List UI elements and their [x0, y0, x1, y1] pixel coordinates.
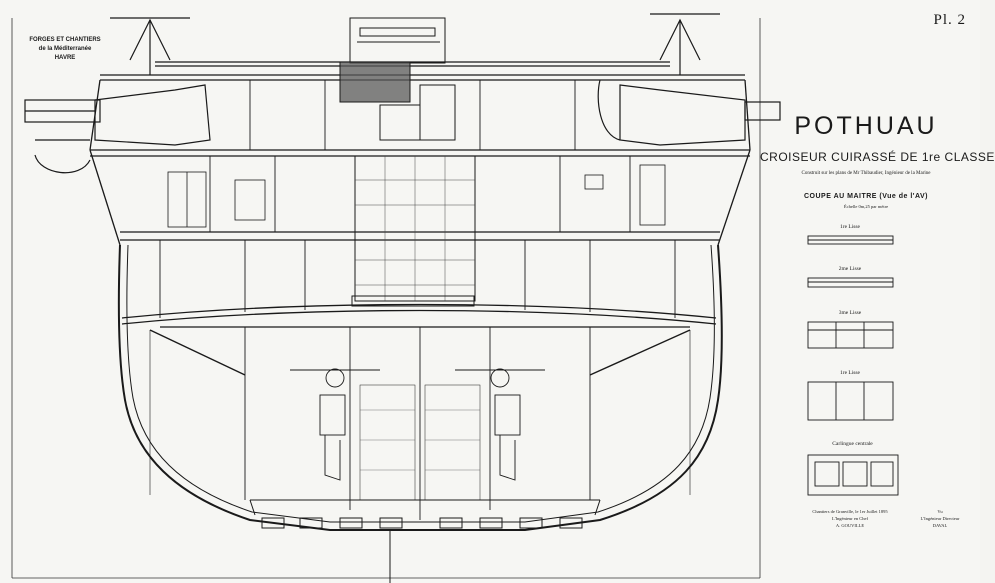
- superstructure: [339, 17, 476, 307]
- signature-left-line-1: Chantiers de Granville, le 1er Juillet 1…: [812, 509, 888, 514]
- hull-shell: [117, 244, 723, 531]
- detail-label-1: 1re Lisse: [839, 224, 860, 230]
- signature-left-line-3: A. GOUVILLE: [835, 523, 865, 528]
- detail-label-2: 2me Lisse: [838, 266, 862, 272]
- lisse-details: [807, 235, 899, 496]
- signature-left: Chantiers de Granville, le 1er Juillet 1…: [790, 508, 910, 529]
- doors: [167, 164, 666, 228]
- upper-works: [89, 61, 751, 328]
- signature-left-line-2: L'Ingénieur en Chef: [831, 516, 869, 521]
- ship-title: POTHUAU: [794, 112, 938, 140]
- signature-right-line-2: L'Ingénieur Directeur: [920, 516, 960, 521]
- bulkheads: [159, 80, 676, 318]
- detail-label-3: 3me Lisse: [838, 310, 862, 316]
- double-bottom: [249, 499, 601, 583]
- gun-turrets: [24, 79, 781, 174]
- yard-line-2: de la Méditerranée: [38, 46, 92, 52]
- signature-right-line-3: DAVAL: [932, 523, 948, 528]
- section-title: COUPE AU MAITRE (Vue de l'AV): [803, 193, 929, 200]
- plate-number: Pl. 2: [933, 12, 966, 28]
- ship-subtitle: CROISEUR CUIRASSÉ DE 1re CLASSE: [760, 150, 995, 164]
- signature-right: Vu L'Ingénieur Directeur DAVAL: [905, 508, 975, 529]
- design-credit: Construit sur les plans de Mr Thibaudier…: [801, 171, 931, 176]
- signature-right-line-1: Vu: [937, 509, 943, 514]
- shipyard-name: FORGES ET CHANTIERS de la Méditerranée H…: [20, 36, 110, 63]
- detail-label-4: 1re Lisse: [839, 370, 860, 376]
- engine-rooms: [149, 327, 691, 520]
- sheet-border: [11, 18, 761, 579]
- drawing-scale: Échelle 0m,25 par mètre: [843, 204, 889, 209]
- detail-label-5: Carlingue centrale: [832, 441, 873, 447]
- yard-line-3: HAVRE: [54, 55, 76, 61]
- yard-line-1: FORGES ET CHANTIERS: [29, 37, 101, 43]
- davits: [110, 13, 720, 75]
